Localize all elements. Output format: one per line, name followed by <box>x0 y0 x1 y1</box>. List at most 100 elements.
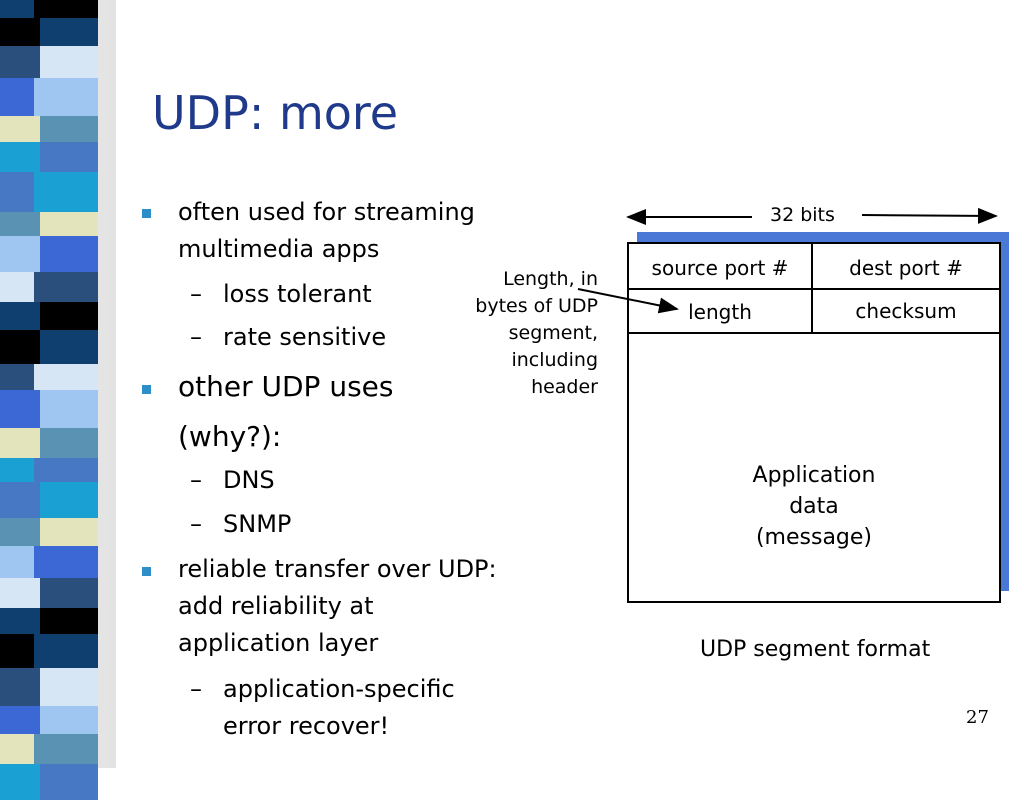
stripe-band-left <box>0 46 40 78</box>
stripe-band-left <box>0 390 40 428</box>
diagram-caption: UDP segment format <box>700 637 931 662</box>
bullet-line: add reliability at <box>178 592 374 620</box>
column-divider <box>811 244 813 334</box>
row-divider <box>629 332 999 334</box>
stripe-band-left <box>0 578 40 608</box>
stripe-band-main <box>40 330 98 364</box>
square-bullet-icon <box>142 385 151 394</box>
stripe-band-main <box>40 706 98 734</box>
stripe-band-left <box>0 272 34 302</box>
slide-title: UDP: more <box>152 86 399 140</box>
stripe-band-main <box>40 46 98 78</box>
stripe-band-main <box>40 608 98 634</box>
stripe-band-left <box>0 330 40 364</box>
stripe-band <box>0 518 112 546</box>
stripe-band-left <box>0 302 40 330</box>
square-bullet-icon <box>142 567 151 576</box>
stripe-band <box>0 734 112 764</box>
length-annotation: Length, in bytes of UDP segment, includi… <box>452 266 598 401</box>
stripe-band <box>0 764 112 800</box>
stripe-band-left <box>0 706 40 734</box>
stripe-band-left <box>0 0 34 18</box>
sub-bullet-dash: – <box>190 675 202 703</box>
annotation-line: bytes of UDP <box>475 295 598 317</box>
stripe-band-left <box>0 518 40 546</box>
stripe-band-left <box>0 764 40 800</box>
stripe-band-main <box>34 78 98 116</box>
stripe-band-main <box>40 578 98 608</box>
stripe-band-main <box>34 634 98 668</box>
source-port-field: source port # <box>651 256 789 280</box>
sub-bullet-dash: – <box>190 466 202 494</box>
width-label: 32 bits <box>770 204 835 226</box>
stripe-band-left <box>0 482 40 518</box>
stripe-band <box>0 546 112 578</box>
stripe-band <box>0 302 112 330</box>
bullet-line: application layer <box>178 629 379 657</box>
length-pointer-arrow-icon <box>577 288 679 314</box>
checksum-field: checksum <box>855 299 957 323</box>
length-field: length <box>688 300 752 324</box>
stripe-band-main <box>34 458 98 482</box>
sub-bullet-dash: – <box>190 280 202 308</box>
stripe-band <box>0 212 112 236</box>
sub-bullet-line: rate sensitive <box>223 323 387 351</box>
stripe-band-main <box>40 518 98 546</box>
stripe-band-left <box>0 668 40 706</box>
dest-port-field: dest port # <box>849 256 963 280</box>
sub-bullet-line: error recover! <box>223 712 390 740</box>
stripe-band-main <box>34 364 98 390</box>
stripe-band-left <box>0 428 40 458</box>
stripe-band-main <box>40 302 98 330</box>
stripe-band-left <box>0 116 40 142</box>
payload-field: Application data (message) <box>629 460 999 553</box>
payload-line: data <box>789 494 839 519</box>
stripe-band <box>0 116 112 142</box>
diagram-arrows <box>577 207 998 314</box>
stripe-band <box>0 78 112 116</box>
stripe-band-main <box>40 236 98 272</box>
bullet-line: other UDP uses <box>178 370 394 403</box>
stripe-band <box>0 706 112 734</box>
stripe-band-main <box>34 172 98 212</box>
stripe-band-main <box>34 734 98 764</box>
stripe-band-main <box>40 142 98 172</box>
stripe-band-left <box>0 634 34 668</box>
stripe-band-main <box>34 272 98 302</box>
stripe-band <box>0 46 112 78</box>
stripe-band <box>0 668 112 706</box>
stripe-band-main <box>40 390 98 428</box>
stripe-band-left <box>0 78 34 116</box>
annotation-line: segment, <box>508 322 598 344</box>
stripe-band-main <box>40 428 98 458</box>
bullet-line: reliable transfer over UDP: <box>178 555 497 583</box>
width-arrow-right-icon <box>861 207 998 224</box>
annotation-line: including <box>511 349 598 371</box>
stripe-band <box>0 482 112 518</box>
stripe-band-left <box>0 236 40 272</box>
stripe-band-main <box>34 0 98 18</box>
stripe-band-left <box>0 608 40 634</box>
bullet-line: (why?): <box>178 420 282 453</box>
udp-segment-diagram: source port # dest port # length checksu… <box>627 242 1001 603</box>
stripe-band <box>0 364 112 390</box>
stripe-band-main <box>34 546 98 578</box>
stripe-band-left <box>0 142 40 172</box>
stripe-band <box>0 272 112 302</box>
stripe-band-left <box>0 172 34 212</box>
stripe-band-left <box>0 18 40 46</box>
sub-bullet-line: application-specific <box>223 675 455 703</box>
sub-bullet-line: SNMP <box>223 510 292 538</box>
stripe-band <box>0 142 112 172</box>
stripe-band <box>0 18 112 46</box>
stripe-band <box>0 634 112 668</box>
sub-bullet-line: DNS <box>223 466 275 494</box>
stripe-band-left <box>0 212 40 236</box>
stripe-band <box>0 172 112 212</box>
decorative-stripe-bar <box>0 0 112 800</box>
sub-bullet-dash: – <box>190 323 202 351</box>
square-bullet-icon <box>142 209 151 218</box>
stripe-band <box>0 390 112 428</box>
payload-line: (message) <box>755 525 873 550</box>
stripe-band-left <box>0 458 34 482</box>
